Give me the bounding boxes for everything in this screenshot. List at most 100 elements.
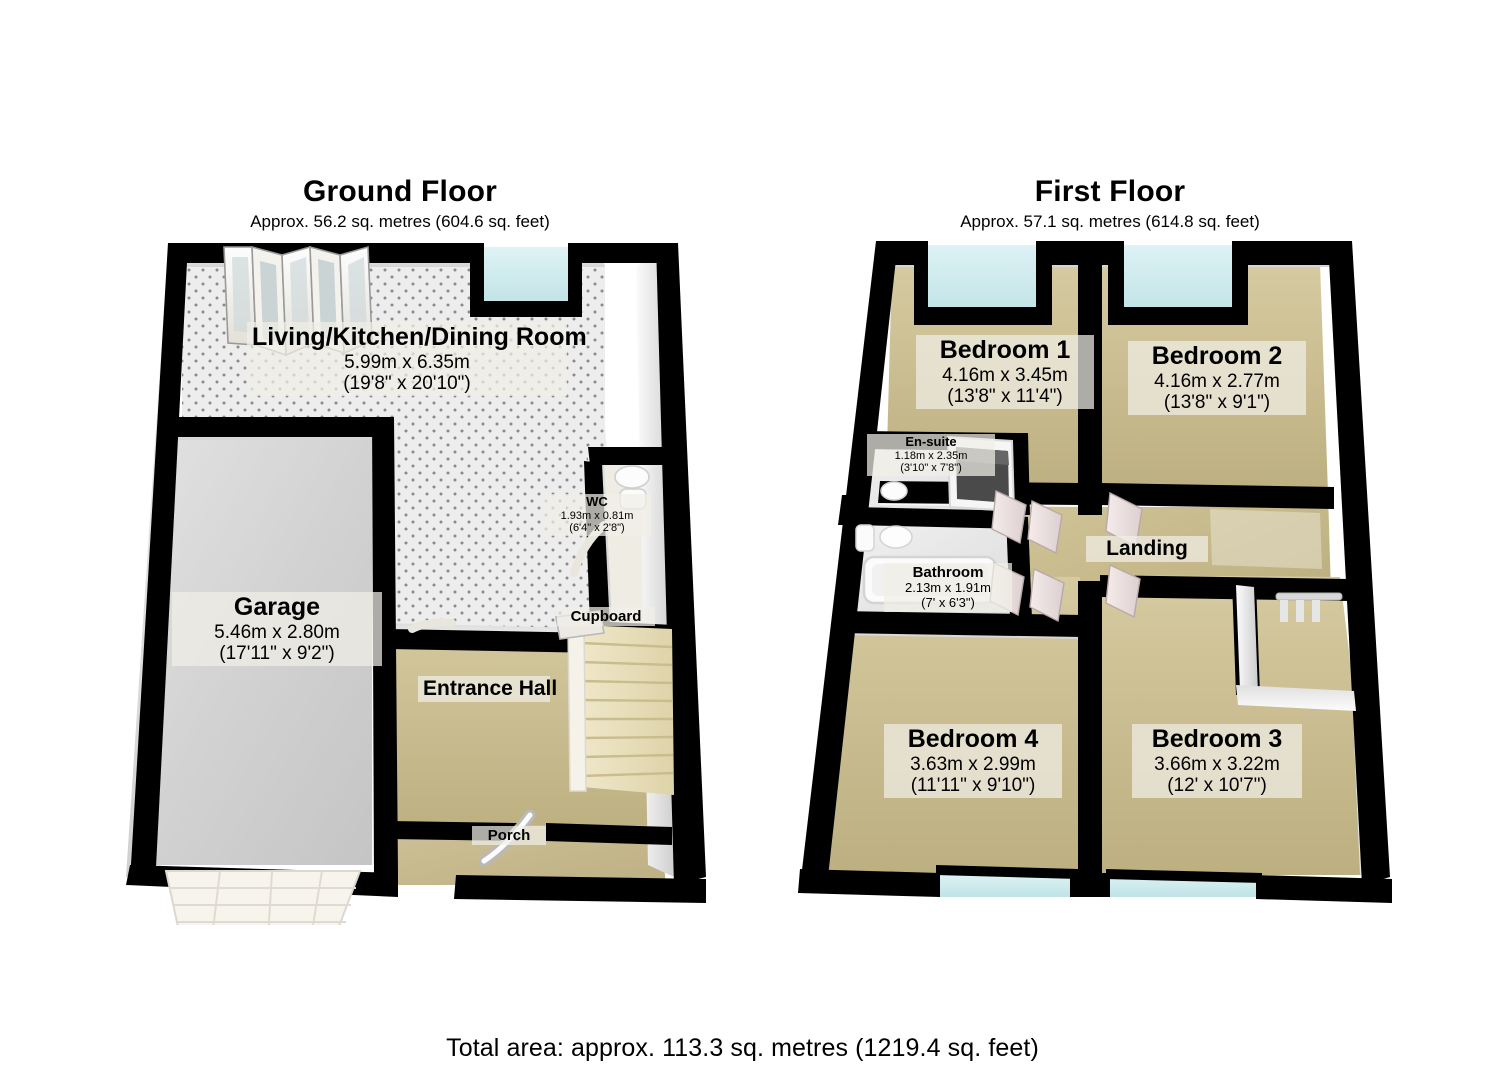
ground-north-window-left-jamb xyxy=(470,243,484,317)
room-label-porch: Porch xyxy=(472,826,546,846)
living-hall-divider-wall xyxy=(390,629,600,653)
bedroom2-window-sill xyxy=(1114,307,1242,325)
room-metric: 2.13m x 1.91m xyxy=(905,580,991,596)
room-label-ensuite: En-suite 1.18m x 2.35m (3'10" x 7'8") xyxy=(867,434,995,476)
room-name: Living/Kitchen/Dining Room xyxy=(252,323,587,351)
room-label-garage: Garage 5.46m x 2.80m (17'11" x 9'2") xyxy=(172,592,382,666)
bedroom2-south-wall xyxy=(1100,483,1334,509)
ground-right-outer-wall xyxy=(656,243,706,885)
ground-south-wall-right xyxy=(454,875,706,903)
room-name: Bedroom 3 xyxy=(1151,725,1283,753)
room-imperial: (19'8" x 20'10") xyxy=(343,373,471,395)
room-label-wc: WC 1.93m x 0.81m (6'4" x 2'8") xyxy=(543,494,651,536)
room-name: Landing xyxy=(1106,537,1188,560)
room-imperial: (6'4" x 2'8") xyxy=(569,522,625,535)
room-label-bathroom: Bathroom 2.13m x 1.91m (7' x 6'3") xyxy=(884,563,1012,612)
room-label-bedroom-4: Bedroom 4 3.63m x 2.99m (11'11" x 9'10") xyxy=(884,724,1062,798)
bifold-glass-3 xyxy=(290,257,309,343)
kitchen-door xyxy=(408,618,456,633)
ground-left-outer-wall xyxy=(130,243,188,881)
room-metric: 4.16m x 3.45m xyxy=(942,364,1068,386)
ground-floor-title: Ground Floor xyxy=(302,175,498,208)
bathroom-basin xyxy=(879,525,913,549)
room-label-cupboard: Cupboard xyxy=(557,607,655,627)
room-name: Entrance Hall xyxy=(423,677,558,700)
bedroom3-recess-wall-face xyxy=(1236,585,1258,693)
bathroom-door[interactable] xyxy=(1029,567,1065,623)
first-north-wall-seg-a xyxy=(876,241,922,265)
room-metric: 1.93m x 0.81m xyxy=(560,509,634,522)
bathroom-left-outer-notch xyxy=(838,495,864,525)
room-name: Cupboard xyxy=(570,608,642,625)
room-imperial: (7' x 6'3") xyxy=(921,594,975,610)
first-north-wall-seg-c xyxy=(1236,241,1352,265)
bedroom1-door[interactable] xyxy=(991,489,1027,545)
room-label-landing: Landing xyxy=(1086,536,1208,562)
room-label-bedroom-1: Bedroom 1 4.16m x 3.45m (13'8" x 11'4") xyxy=(916,335,1094,409)
room-imperial: (12' x 10'7") xyxy=(1167,775,1267,797)
ground-north-wall-mid xyxy=(380,243,480,263)
bedroom2-window-left-jamb xyxy=(1108,241,1124,325)
room-metric: 5.46m x 2.80m xyxy=(214,621,340,643)
ensuite-door[interactable] xyxy=(1027,499,1063,555)
first-floor-heading: First Floor Approx. 57.1 sq. metres (614… xyxy=(835,176,1385,231)
staircase xyxy=(567,624,674,795)
first-floor-subtitle: Approx. 57.1 sq. metres (614.8 sq. feet) xyxy=(960,211,1260,231)
bifold-glass-5 xyxy=(348,257,367,343)
room-label-bedroom-3: Bedroom 3 3.66m x 3.22m (12' x 10'7") xyxy=(1132,724,1302,798)
room-imperial: (11'11" x 9'10") xyxy=(910,775,1036,797)
room-name: Bedroom 4 xyxy=(907,725,1039,753)
room-metric: 5.99m x 6.35m xyxy=(344,351,470,373)
wc-basin xyxy=(614,465,650,489)
bedroom1-window-left-jamb xyxy=(914,241,928,325)
room-label-living-kitchen-dining: Living/Kitchen/Dining Room 5.99m x 6.35m… xyxy=(247,322,587,396)
first-south-wall-right xyxy=(1256,875,1392,903)
bedroom3-recess-top-face xyxy=(1236,685,1356,711)
first-south-wall-left xyxy=(798,869,940,897)
bedroom1-window-glass xyxy=(922,245,1040,317)
room-label-bedroom-2: Bedroom 2 4.16m x 2.77m (13'8" x 9'1") xyxy=(1128,341,1306,415)
landing-stair-opening xyxy=(1210,509,1322,569)
ground-north-window-glass xyxy=(480,247,570,307)
ground-north-window-sill xyxy=(478,301,574,317)
room-metric: 1.18m x 2.35m xyxy=(894,449,968,462)
bifold-glass-1 xyxy=(232,257,251,333)
garage-door[interactable] xyxy=(164,870,362,925)
stair-side-wall xyxy=(567,624,587,792)
first-south-sill-left xyxy=(936,865,1078,879)
room-name: Bedroom 2 xyxy=(1151,342,1283,370)
room-metric: 3.66m x 3.22m xyxy=(1154,753,1280,775)
ground-floor-subtitle: Approx. 56.2 sq. metres (604.6 sq. feet) xyxy=(250,211,550,231)
first-right-outer-wall xyxy=(1328,241,1390,885)
garage-right-wall xyxy=(372,417,398,873)
bathroom-wc xyxy=(855,524,875,552)
room-metric: 3.63m x 2.99m xyxy=(910,753,1036,775)
wc-top-wall xyxy=(588,447,670,465)
bedroom3-door[interactable] xyxy=(1105,563,1141,619)
bedroom2-window-glass xyxy=(1118,245,1238,317)
room-name: Porch xyxy=(487,827,531,844)
first-floor-drawing xyxy=(798,241,1392,903)
room-imperial: (13'8" x 9'1") xyxy=(1163,392,1271,414)
room-metric: 4.16m x 2.77m xyxy=(1154,370,1280,392)
room-imperial: (3'10" x 7'8") xyxy=(900,462,962,475)
ensuite-bathroom-divider xyxy=(852,507,1022,529)
room-imperial: (13'8" x 11'4") xyxy=(947,386,1063,408)
room-name: Bathroom xyxy=(912,564,984,581)
room-label-entrance-hall: Entrance Hall xyxy=(418,676,558,702)
room-imperial: (17'11" x 9'2") xyxy=(219,643,335,665)
porch-divider-wall-right xyxy=(546,823,672,845)
room-name: Garage xyxy=(233,593,321,621)
first-floor-title: First Floor xyxy=(1034,175,1186,208)
bedroom4-south-window xyxy=(940,875,1074,897)
landing-bed34-divider-wall xyxy=(1078,581,1102,881)
total-area-text: Total area: approx. 113.3 sq. metres (12… xyxy=(446,1034,1039,1062)
bedroom3-wardrobe-rail xyxy=(1275,592,1343,622)
ground-north-window-right-jamb xyxy=(568,243,582,317)
living-room-floor-lower xyxy=(380,425,620,650)
ground-floor-heading: Ground Floor Approx. 56.2 sq. metres (60… xyxy=(140,176,660,231)
first-left-outer-wall xyxy=(800,241,898,887)
garage-living-divider-wall xyxy=(158,417,390,437)
bedroom1-window-sill xyxy=(918,307,1046,325)
